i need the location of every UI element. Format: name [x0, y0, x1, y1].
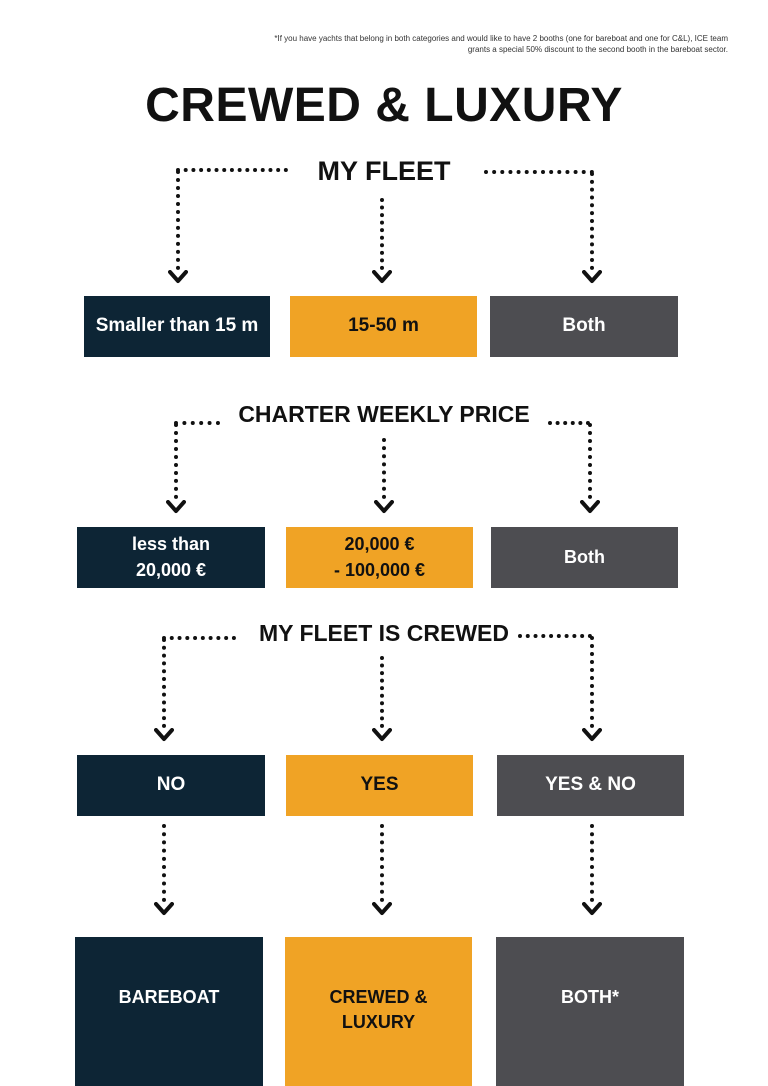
option-both-size: Both — [490, 296, 678, 357]
arrow-down-icon — [582, 270, 602, 283]
connector-line — [176, 168, 288, 172]
arrow-down-icon — [372, 728, 392, 741]
connector-line — [380, 824, 384, 902]
connector-line — [174, 421, 220, 425]
connector-line — [382, 438, 386, 499]
connector-line — [162, 824, 166, 902]
option-15-50m: 15-50 m — [290, 296, 477, 357]
connector-line — [590, 172, 594, 270]
option-smaller-than-15m: Smaller than 15 m — [84, 296, 270, 357]
arrow-down-icon — [166, 500, 186, 513]
arrow-down-icon — [580, 500, 600, 513]
option-no: NO — [77, 755, 265, 816]
arrow-down-icon — [582, 728, 602, 741]
result-bareboat: BAREBOAT — [75, 937, 263, 1086]
connector-line — [162, 636, 236, 640]
result-both: BOTH* — [496, 937, 684, 1086]
connector-line — [174, 423, 178, 499]
heading-my-fleet-is-crewed: MY FLEET IS CREWED — [258, 620, 510, 646]
arrow-down-icon — [154, 902, 174, 915]
arrow-down-icon — [154, 728, 174, 741]
footnote: *If you have yachts that belong in both … — [274, 34, 728, 54]
arrow-down-icon — [372, 270, 392, 283]
arrow-down-icon — [374, 500, 394, 513]
connector-line — [518, 634, 592, 638]
connector-line — [380, 198, 384, 270]
option-20000-100000: 20,000 €- 100,000 € — [286, 527, 473, 588]
option-yes: YES — [286, 755, 473, 816]
connector-line — [484, 170, 594, 174]
arrow-down-icon — [582, 902, 602, 915]
heading-my-fleet: MY FLEET — [317, 156, 451, 186]
page-title: CREWED & LUXURY — [145, 79, 623, 132]
arrow-down-icon — [168, 270, 188, 283]
connector-line — [548, 421, 590, 425]
heading-charter-weekly-price: CHARTER WEEKLY PRICE — [238, 401, 530, 427]
connector-line — [162, 638, 166, 728]
arrow-down-icon — [372, 902, 392, 915]
connector-line — [588, 423, 592, 499]
option-both-price: Both — [491, 527, 678, 588]
connector-line — [590, 824, 594, 902]
connector-line — [590, 636, 594, 728]
connector-line — [176, 170, 180, 270]
option-yes-and-no: YES & NO — [497, 755, 684, 816]
result-crewed-luxury: CREWED &LUXURY — [285, 937, 472, 1086]
connector-line — [380, 656, 384, 728]
